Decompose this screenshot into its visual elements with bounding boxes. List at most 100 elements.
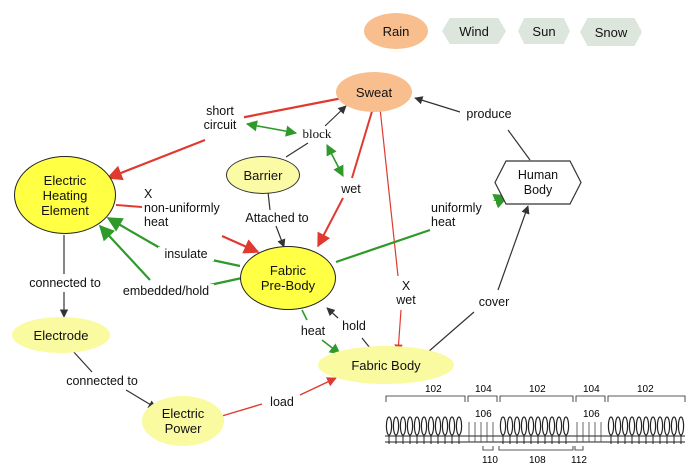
fig-coil-loop-12 [506, 416, 514, 436]
human-body-label: Human Body [517, 167, 559, 197]
edge-human-produce [507, 129, 531, 161]
fig-coil-loop-24 [628, 416, 636, 436]
fig-brace-112 [574, 446, 584, 451]
label-wet: wet [336, 182, 366, 196]
fig-label-106-a: 106 [475, 409, 492, 420]
fig-label-104-b: 104 [583, 384, 600, 395]
sweat-node: Sweat [336, 72, 412, 112]
fig-coil-loop-1 [392, 416, 400, 436]
edge-red-into-prebody [221, 234, 260, 254]
fig-coil-loop-4 [413, 416, 421, 436]
label-heat: heat [296, 324, 330, 338]
fig-coil-loop-16 [534, 416, 542, 436]
fig-coil-loop-5 [420, 416, 428, 436]
fig-coil-loop-11 [499, 416, 507, 436]
label-block: block [298, 127, 336, 141]
fig-coil-loop-10 [455, 416, 463, 436]
human-body-hexagon [494, 160, 582, 205]
edge-barrier-block [285, 142, 309, 158]
label-attached-to: Attached to [240, 211, 314, 225]
label-connected-to-1: connected to [23, 276, 107, 290]
label-x-wet: X wet [392, 279, 420, 307]
rain-node: Rain [364, 13, 428, 49]
edge-electrode-connected [71, 349, 93, 373]
fig-bracket-4 [575, 395, 606, 402]
label-load: load [264, 395, 300, 409]
fig-coil-loop-21 [607, 416, 615, 436]
fig-label-110: 110 [482, 455, 498, 466]
edge-load-fabricbody [299, 377, 337, 396]
edge-insulate-heating [106, 217, 161, 249]
edge-block-wet [326, 144, 344, 177]
fig-coil-loop-8 [441, 416, 449, 436]
label-x-non-uniformly-heat: X non-uniformly heat [143, 187, 227, 229]
fig-brace-110 [482, 446, 494, 451]
edge-produce-sweat [414, 96, 461, 113]
edge-hold-prebody [326, 307, 339, 319]
fig-coil-loop-9 [448, 416, 456, 436]
edge-wet-prebody [317, 197, 344, 248]
fig-coil-loop-19 [555, 416, 563, 436]
label-embedded-hold: embedded/hold [118, 284, 214, 298]
label-hold: hold [338, 319, 370, 333]
label-uniformly-heat: uniformly heat [430, 201, 496, 229]
fig-coil-loop-22 [614, 416, 622, 436]
snow-node: Snow [580, 18, 642, 46]
fig-coil-loop-27 [649, 416, 657, 436]
fig-brace-108 [498, 446, 574, 451]
fig-coil-loop-31 [677, 416, 685, 436]
fig-coil-loop-30 [670, 416, 678, 436]
fig-label-108: 108 [529, 455, 546, 466]
edge-xwet-fabricbody [394, 309, 403, 353]
fig-bracket-1 [385, 395, 466, 402]
fig-coil-loop-0 [385, 416, 393, 436]
label-short-circuit: short circuit [196, 104, 244, 132]
fig-coil-loop-7 [434, 416, 442, 436]
electric-power-node: Electric Power [142, 396, 224, 446]
edge-fabricbody-cover [427, 311, 475, 353]
edge-heating-nonuniform [115, 204, 143, 208]
edge-power-load [221, 403, 263, 417]
edge-prebody-uniform [335, 228, 431, 264]
fig-bracket-2 [467, 395, 498, 402]
fig-label-104-a: 104 [475, 384, 492, 395]
edge-prebody-insulate [211, 258, 241, 268]
fig-label-102-c: 102 [637, 384, 654, 395]
fig-coil-loop-15 [527, 416, 535, 436]
fig-coil-loop-28 [656, 416, 664, 436]
edge-sweat-xwet [379, 107, 399, 277]
label-cover: cover [473, 295, 515, 309]
edge-short-circuit-heating [106, 138, 206, 181]
sun-node: Sun [518, 18, 570, 44]
human-body-node: Human Body [494, 160, 582, 205]
edge-block-sweat [324, 105, 347, 127]
fabric-pre-body-node: Fabric Pre-Body [240, 246, 336, 310]
fig-coil-loop-26 [642, 416, 650, 436]
fig-coil-loop-20 [562, 416, 570, 436]
fig-bracket-5 [607, 395, 686, 402]
fig-coil-loop-6 [427, 416, 435, 436]
fig-coil-group [385, 416, 685, 444]
edge-embedded-heating [98, 224, 151, 281]
fig-coil-loop-17 [541, 416, 549, 436]
label-connected-to-2: connected to [58, 374, 146, 388]
fig-label-106-b: 106 [583, 409, 600, 420]
fig-coil-loop-13 [513, 416, 521, 436]
edge-attached-prebody [275, 225, 286, 248]
edge-short-circuit-block [245, 120, 298, 137]
edge-sweat-wet [351, 107, 374, 179]
fabric-body-node: Fabric Body [318, 346, 454, 384]
edge-cover-human [497, 205, 530, 291]
fig-coil-loop-29 [663, 416, 671, 436]
barrier-node: Barrier [226, 156, 300, 194]
label-insulate: insulate [158, 247, 214, 261]
fig-coil-loop-3 [406, 416, 414, 436]
fig-coil-loop-14 [520, 416, 528, 436]
electrode-node: Electrode [12, 317, 110, 353]
fig-label-102-b: 102 [529, 384, 546, 395]
electric-heating-element-node: Electric Heating Element [14, 156, 116, 234]
fabric-cross-section-figure: 102 104 102 104 102 106 106 110 108 112 [385, 384, 686, 466]
edge-prebody-heat [301, 309, 308, 321]
fig-coil-loop-23 [621, 416, 629, 436]
